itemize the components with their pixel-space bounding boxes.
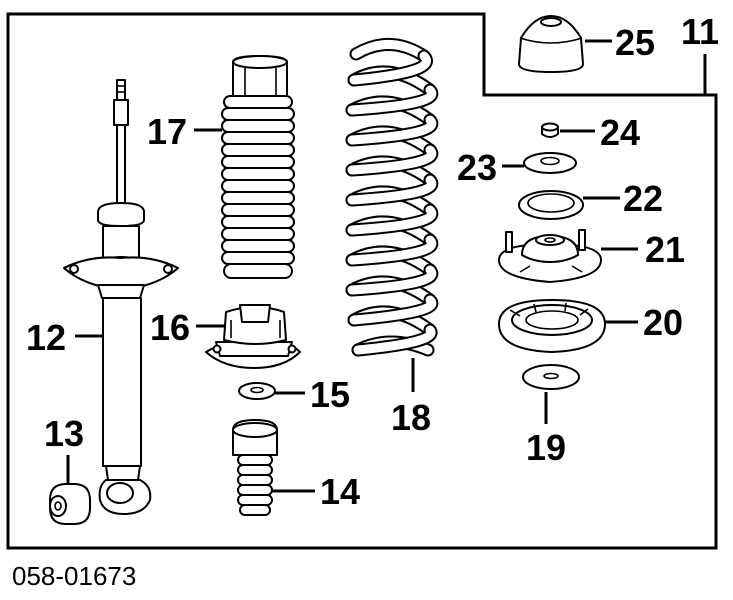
- callout-13: 13: [44, 413, 84, 454]
- callout-22: 22: [623, 178, 663, 219]
- callout-14: 14: [320, 471, 360, 512]
- callout-21: 21: [645, 229, 685, 270]
- dust-boot-part: [221, 55, 295, 279]
- upper-mount-part: [498, 229, 602, 283]
- bump-stop-part: [232, 419, 278, 516]
- upper-spring-seat-part: [498, 299, 606, 353]
- callout-17: 17: [147, 111, 187, 152]
- ring-part: [518, 190, 584, 220]
- rubber-cap-part: [518, 15, 584, 73]
- callout-24: 24: [600, 112, 640, 153]
- nut-part: [541, 122, 559, 138]
- callout-12: 12: [26, 317, 66, 358]
- callout-18: 18: [391, 397, 431, 438]
- callout-19: 19: [526, 427, 566, 468]
- diagram-code: 058-01673: [12, 561, 136, 591]
- bushing-part: [49, 483, 91, 525]
- callout-20: 20: [643, 302, 683, 343]
- shock-absorber-part: [63, 79, 179, 515]
- spring-seat-part: [205, 304, 301, 369]
- assembly-frame: [6, 12, 718, 550]
- callout-23: 23: [457, 147, 497, 188]
- spacer-washer-part: [522, 364, 580, 390]
- callout-16: 16: [150, 307, 190, 348]
- callout-15: 15: [310, 374, 350, 415]
- callout-25: 25: [615, 22, 655, 63]
- callout-11: 11: [681, 11, 719, 52]
- coil-spring-part: [345, 38, 439, 357]
- washer-part: [238, 382, 276, 400]
- mount-washer-part: [523, 152, 577, 174]
